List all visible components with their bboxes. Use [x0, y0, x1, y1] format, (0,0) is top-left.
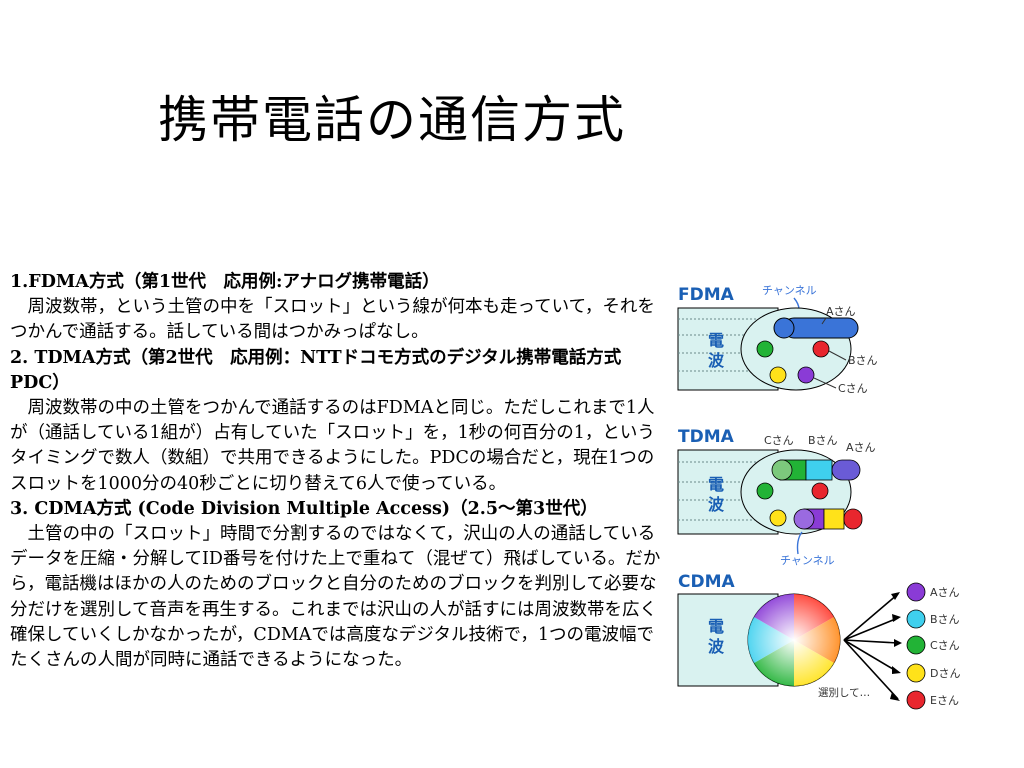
fdma-channel-tube: [783, 317, 859, 339]
tdma-wave-2: 波: [708, 495, 725, 514]
fdma-user-c-pointer: [813, 377, 837, 389]
tdma-user-a: Aさん: [846, 441, 876, 454]
cdma-user-e: Eさん: [930, 694, 959, 707]
tdma-segment-purple: [831, 459, 861, 481]
tdma-slot-green: [756, 482, 774, 500]
cdma-user-b-dot: [906, 609, 926, 629]
tdma-segment-cyan: [805, 459, 833, 481]
cdma-diagram: CDMA 電 波: [677, 572, 960, 710]
fdma-user-a: Aさん: [826, 305, 856, 318]
cdma-label: CDMA: [678, 572, 736, 592]
cdma-user-d-dot: [906, 663, 926, 683]
fdma-user-b-pointer: [828, 350, 847, 361]
tdma-channel-pointer: [796, 531, 803, 555]
fdma-wave-2: 波: [708, 351, 725, 370]
section-2-heading: 2. TDMA方式（第2世代 応用例：NTTドコモ方式のデジタル携帯電話方式PD…: [10, 347, 622, 393]
fdma-diagram: FDMA チャンネル 電 波 Aさん Bさん Cさん: [677, 284, 878, 395]
tdma-bottom-yellow: [823, 508, 845, 530]
cdma-wave-2: 波: [708, 637, 725, 656]
section-3-text: 土管の中の「スロット」時間で分割するのではなくて，沢山の人の通話しているデータを…: [10, 524, 661, 671]
tdma-label: TDMA: [678, 427, 735, 447]
tdma-channel-label: チャンネル: [780, 554, 835, 567]
tdma-diagram: TDMA 電 波 Cさん Bさん Aさん チャンネル: [677, 427, 876, 567]
tdma-bottom-red: [843, 508, 863, 530]
tdma-top-end: [771, 459, 793, 481]
fdma-channel-end: [773, 317, 795, 339]
tdma-slot-red: [811, 482, 829, 500]
body-text: 1.FDMA方式（第1世代 応用例:アナログ携帯電話） 周波数帯，という土管の中…: [10, 270, 666, 673]
section-1-heading: 1.FDMA方式（第1世代 応用例:アナログ携帯電話）: [10, 272, 440, 292]
cdma-arrows: [843, 593, 899, 700]
tdma-user-b: Bさん: [808, 434, 838, 447]
fdma-label: FDMA: [678, 285, 735, 305]
fdma-slot-yellow: [769, 366, 787, 384]
section-2-text: 周波数帯の中の土管をつかんで通話するのはFDMAと同じ。ただしこれまで1人が（通…: [10, 398, 655, 494]
cdma-user-d: Dさん: [930, 667, 960, 680]
cdma-arrowheads: [890, 592, 902, 701]
tdma-slot-yellow: [769, 509, 787, 527]
tdma-bottom-end: [793, 508, 815, 530]
fdma-slot-red: [812, 340, 830, 358]
fdma-wave-1: 電: [708, 331, 724, 350]
cdma-user-c-dot: [906, 635, 926, 655]
cdma-user-e-dot: [906, 690, 926, 710]
tdma-wave-1: 電: [708, 475, 724, 494]
cdma-user-a-dot: [906, 582, 926, 602]
multiplexing-diagrams: FDMA チャンネル 電 波 Aさん Bさん Cさん TDM: [677, 284, 960, 710]
section-1-text: 周波数帯，という土管の中を「スロット」という線が何本も走っていて，それをつかんで…: [10, 297, 655, 343]
cdma-select-label: 選別して…: [818, 686, 870, 699]
fdma-user-c: Cさん: [838, 382, 868, 395]
cdma-wheel-center: [748, 594, 840, 686]
tdma-user-c: Cさん: [764, 434, 794, 447]
fdma-user-b: Bさん: [848, 354, 878, 367]
figures-panel: FDMA チャンネル 電 波 Aさん Bさん Cさん TDM: [676, 278, 1016, 718]
fdma-user-a-pointer: [821, 317, 827, 325]
cdma-wave-1: 電: [708, 617, 724, 636]
fdma-slot-green: [756, 340, 774, 358]
cdma-user-c: Cさん: [930, 639, 960, 652]
cdma-user-a: Aさん: [930, 586, 960, 599]
fdma-channel-label: チャンネル: [762, 284, 817, 297]
section-3-heading: 3. CDMA方式 (Code Division Multiple Access…: [10, 498, 598, 519]
cdma-user-b: Bさん: [930, 613, 960, 626]
fdma-slot-purple: [797, 366, 815, 384]
page-title: 携帯電話の通信方式: [158, 91, 626, 149]
